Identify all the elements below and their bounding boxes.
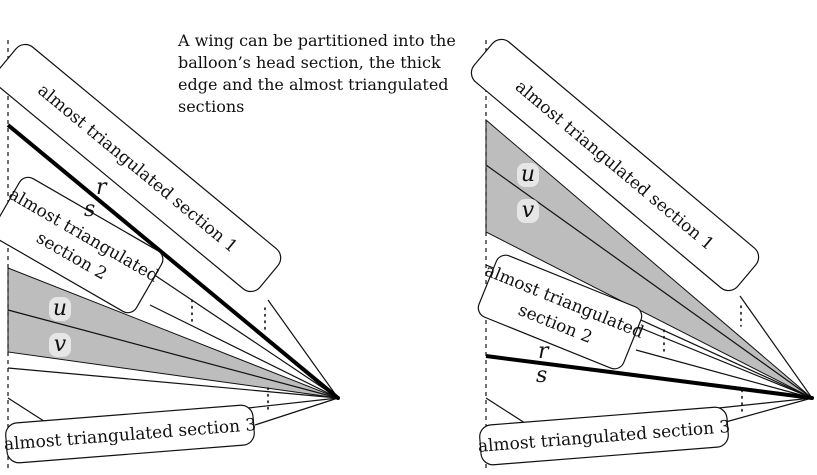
right-v-marker bbox=[517, 199, 539, 223]
right-wing-panel: almost triangulated section 1 almost tri… bbox=[470, 38, 814, 470]
left-u-marker bbox=[49, 297, 71, 321]
left-thick-edge bbox=[6, 123, 340, 400]
left-section3-box: almost triangulated section 3 bbox=[3, 404, 257, 464]
right-fan-line bbox=[635, 349, 813, 399]
right-apex bbox=[810, 396, 814, 400]
left-fan-line bbox=[149, 271, 339, 399]
left-v-label: v bbox=[54, 332, 67, 357]
right-fan-line bbox=[721, 397, 813, 424]
left-r-label: r bbox=[96, 175, 108, 200]
right-thick-edge bbox=[485, 354, 813, 400]
right-fan-line bbox=[629, 314, 813, 399]
right-s-label: s bbox=[536, 363, 547, 388]
left-fan-line bbox=[267, 299, 339, 399]
right-u-label: u bbox=[521, 162, 535, 187]
right-fan-line bbox=[485, 397, 529, 426]
right-r-label: r bbox=[538, 339, 550, 364]
left-fan-line bbox=[149, 304, 339, 399]
figure-caption: A wing can be partitioned into the ballo… bbox=[178, 31, 456, 116]
left-u-label: u bbox=[53, 296, 67, 321]
left-apex bbox=[336, 396, 340, 400]
left-fan-line bbox=[7, 367, 339, 399]
right-v-label: v bbox=[522, 198, 535, 223]
right-uv-divider bbox=[485, 164, 813, 399]
right-u-marker bbox=[517, 163, 539, 187]
left-fan-line bbox=[254, 397, 339, 426]
left-s-label: s bbox=[84, 197, 95, 222]
left-uv-divider bbox=[7, 309, 339, 399]
right-fan-line bbox=[739, 295, 813, 399]
right-section3-box: almost triangulated section 3 bbox=[477, 406, 731, 466]
left-v-marker bbox=[49, 333, 71, 357]
